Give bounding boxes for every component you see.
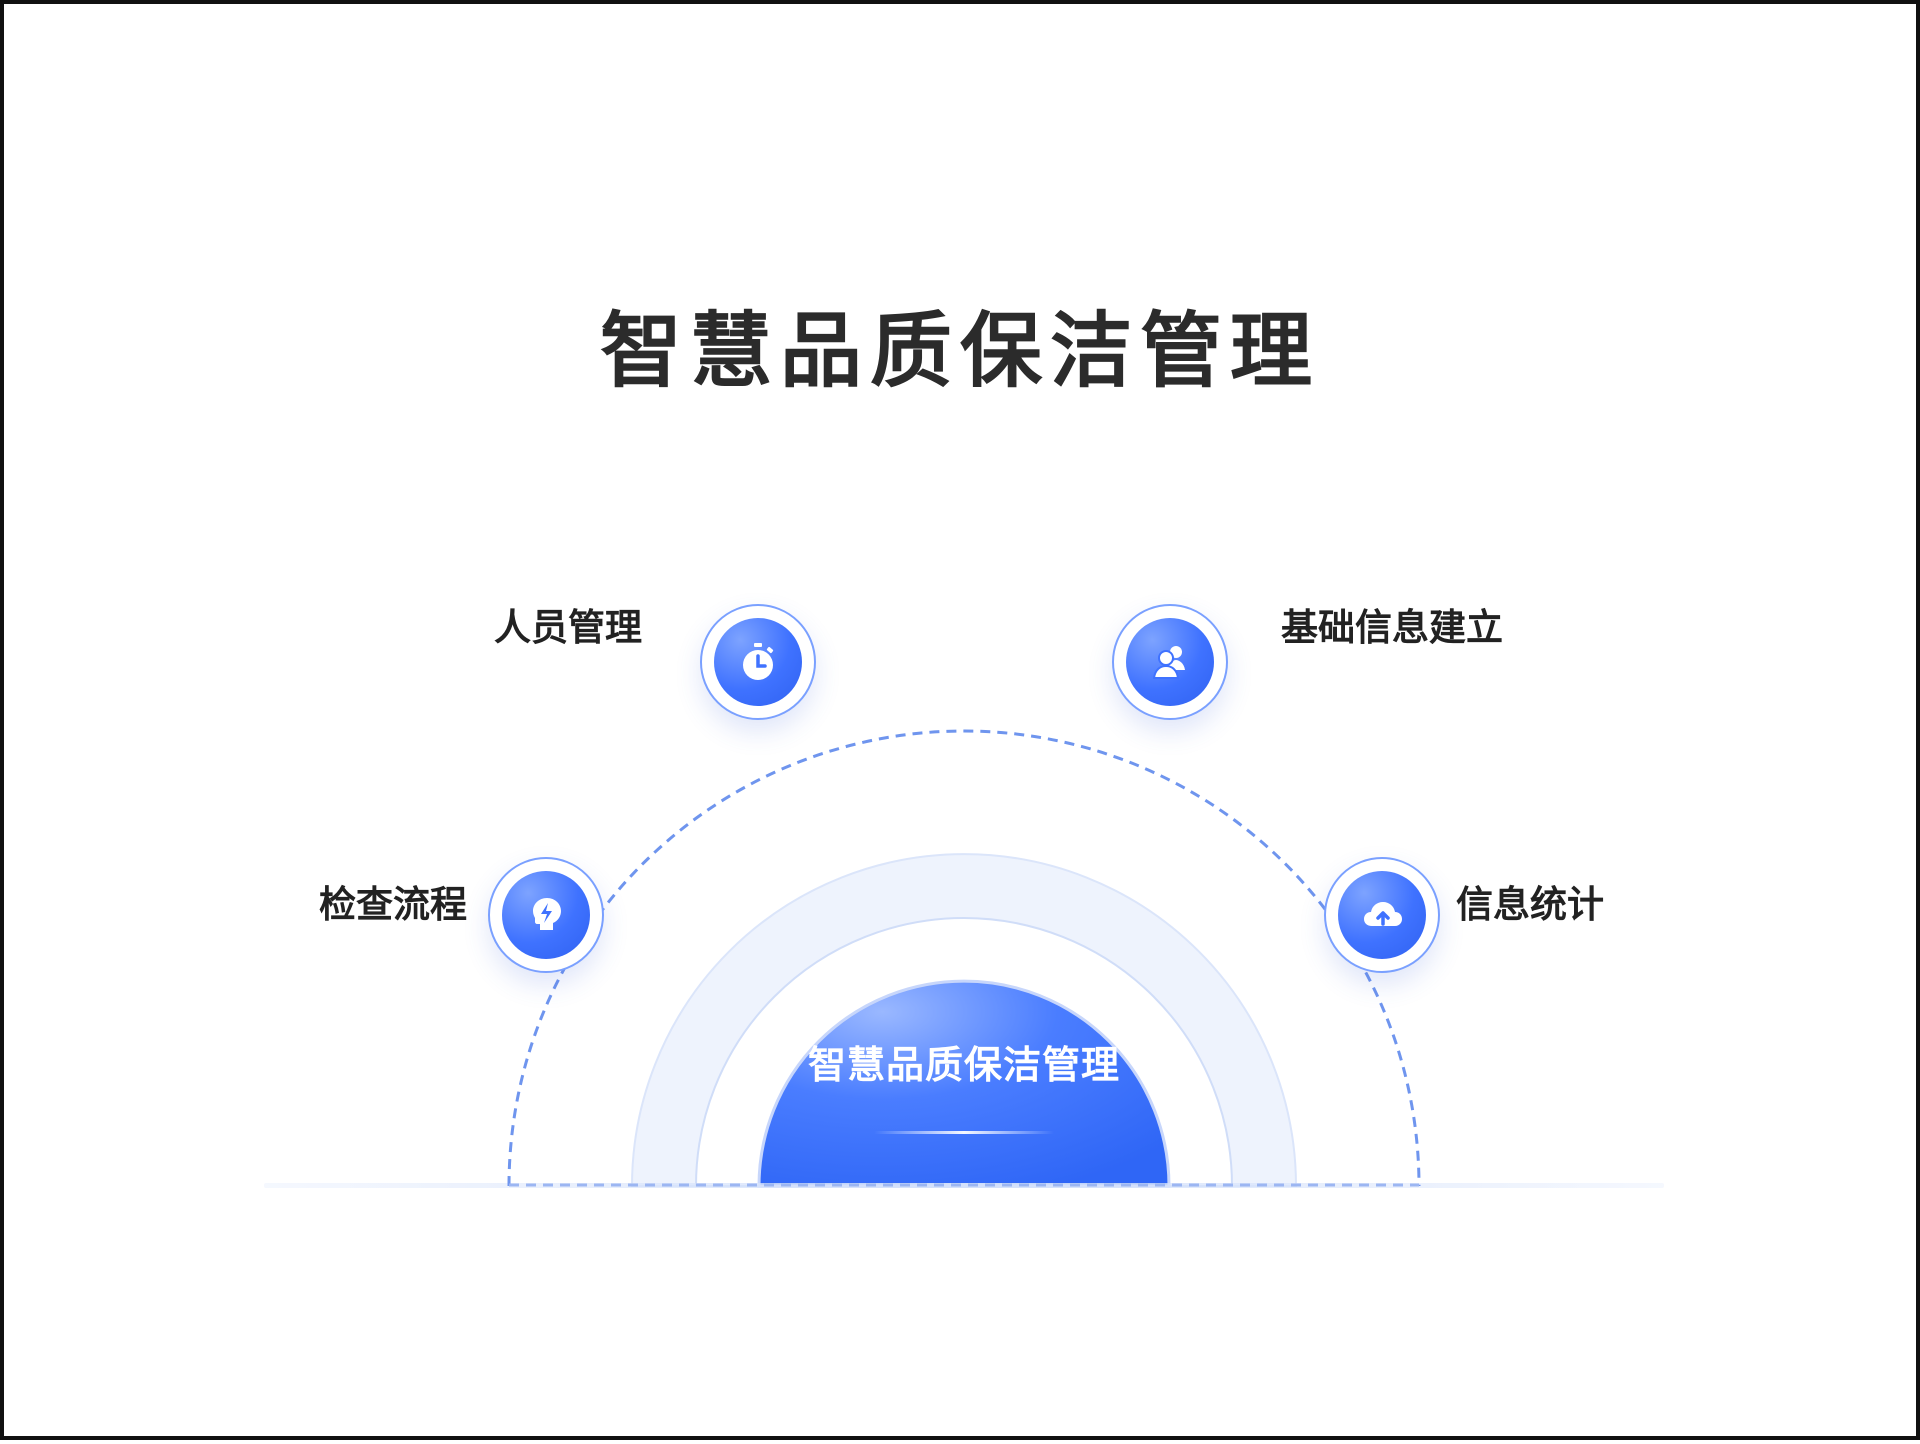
users-icon [1152, 646, 1185, 679]
stopwatch-icon [743, 643, 774, 680]
node-label-staff-management: 人员管理 [494, 606, 642, 649]
center-label: 智慧品质保洁管理 [807, 1043, 1120, 1087]
center-dome [757, 979, 1171, 1188]
node-info-statistics[interactable] [1324, 857, 1440, 973]
page-title: 智慧品质保洁管理 [599, 304, 1320, 399]
cloud-upload-icon [1364, 902, 1402, 926]
dome-shine-line [874, 1131, 1054, 1134]
node-basic-info-setup[interactable] [1112, 604, 1228, 720]
node-inspection-process[interactable] [488, 857, 604, 973]
node-staff-management[interactable] [700, 604, 816, 720]
node-label-info-statistics: 信息统计 [1456, 883, 1604, 926]
node-label-basic-info-setup: 基础信息建立 [1281, 606, 1503, 649]
baseline [264, 1183, 1664, 1188]
node-label-inspection-process: 检查流程 [319, 883, 467, 926]
head-lightning-icon [533, 898, 561, 930]
semicircle-diagram [264, 729, 1664, 1188]
